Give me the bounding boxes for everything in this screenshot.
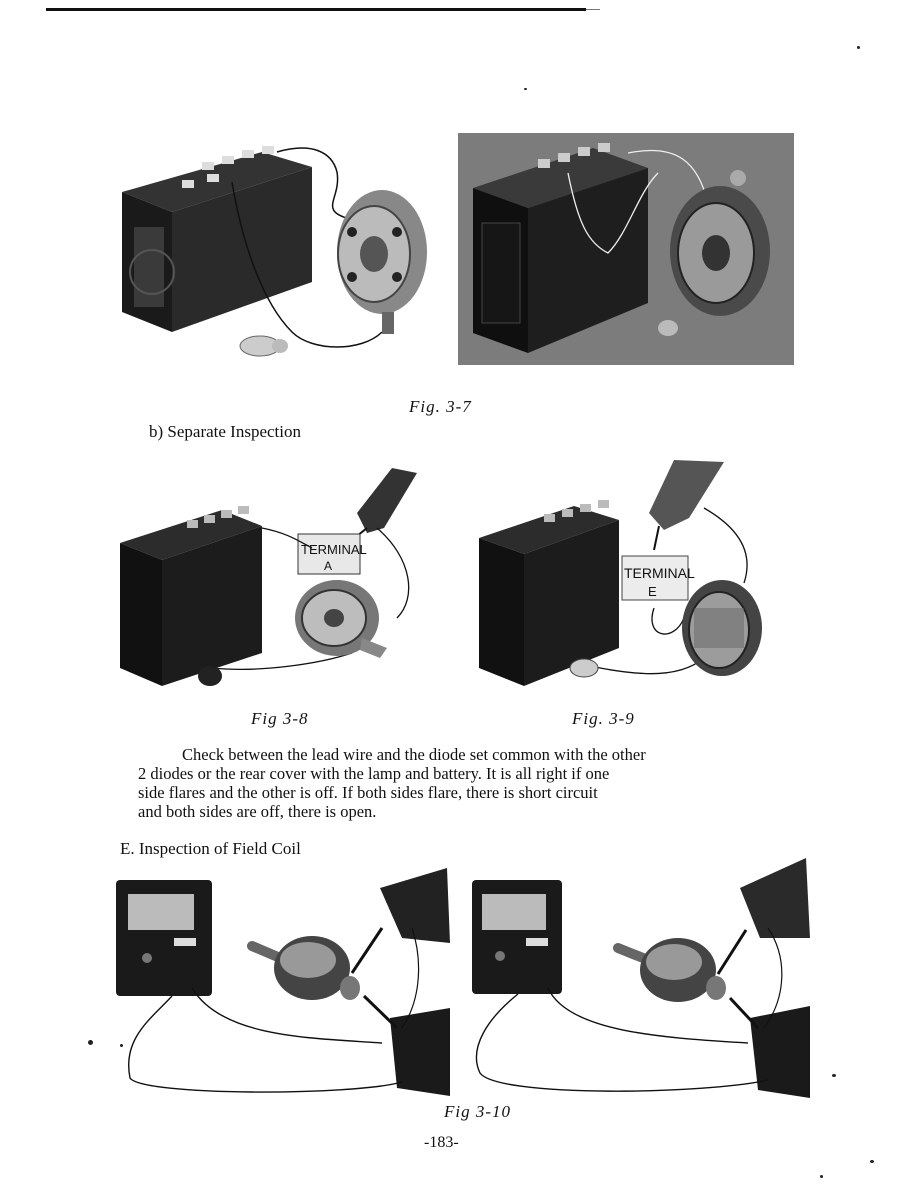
photo-fig-3-8: TERMINAL A [112, 468, 432, 693]
scan-speck [820, 1175, 823, 1178]
top-rule-tail [586, 9, 600, 10]
page-number: -183- [424, 1134, 459, 1151]
caption-fig-3-10: Fig 3-10 [444, 1102, 512, 1121]
scan-speck [870, 1160, 874, 1163]
body-line: 2 diodes or the rear cover with the lamp… [138, 764, 610, 783]
photo-fig-3-7-left [112, 132, 448, 372]
terminal-a-label-line2: A [324, 559, 332, 573]
photo-fig-3-7-right [458, 133, 794, 365]
body-line: side flares and the other is off. If bot… [138, 783, 598, 802]
scan-speck [832, 1074, 836, 1077]
body-line: and both sides are off, there is open. [138, 802, 377, 821]
scan-speck [120, 1044, 123, 1047]
scan-speck [88, 1040, 93, 1045]
terminal-e-label-line2: E [648, 584, 657, 599]
photo-fig-3-9: TERMINAL E [474, 458, 794, 693]
scan-speck [524, 88, 527, 90]
heading-field-coil: E. Inspection of Field Coil [120, 839, 301, 858]
caption-fig-3-7: Fig. 3-7 [409, 397, 472, 416]
photo-fig-3-10-right [468, 858, 812, 1100]
top-rule [46, 8, 586, 11]
body-paragraph: Check between the lead wire and the diod… [138, 745, 758, 821]
scan-speck [857, 46, 860, 49]
heading-separate-inspection: b) Separate Inspection [149, 422, 301, 441]
photo-fig-3-10-left [112, 868, 452, 1096]
terminal-a-label-line1: TERMINAL [301, 542, 367, 557]
terminal-e-label-line1: TERMINAL [624, 565, 695, 581]
body-line: Check between the lead wire and the diod… [182, 745, 646, 764]
caption-fig-3-8: Fig 3-8 [251, 709, 309, 728]
caption-fig-3-9: Fig. 3-9 [572, 709, 635, 728]
